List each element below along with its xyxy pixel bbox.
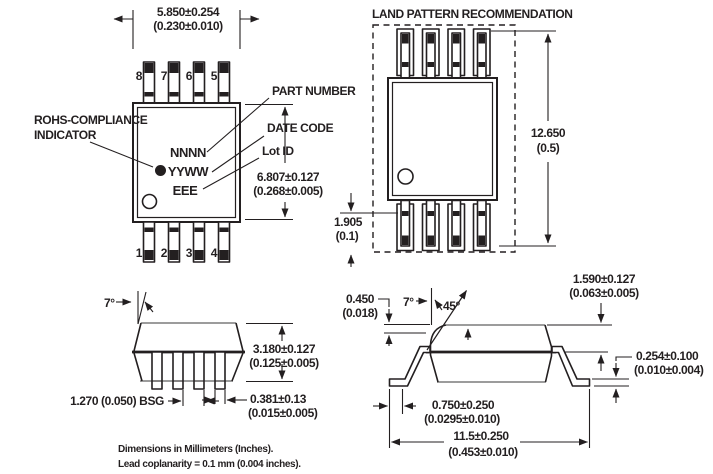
marking-date-code: YYWW bbox=[168, 164, 209, 179]
land-pattern-pin1-indicator bbox=[397, 168, 414, 185]
dim-length-mm: 6.807±0.127 bbox=[257, 170, 320, 184]
lot-id-leader-line bbox=[202, 157, 260, 190]
package-body-outline bbox=[132, 102, 241, 223]
dim-lead-pitch: 1.270 (0.050) BSG bbox=[70, 390, 219, 408]
dim-chamfer: 0.450 (0.018) bbox=[342, 292, 430, 346]
dim-land-height-mm: 12.650 bbox=[531, 126, 566, 140]
side-lead bbox=[151, 351, 163, 390]
dim-foot-in: (0.0295±0.010) bbox=[424, 412, 500, 426]
part-number-label: PART NUMBER bbox=[272, 84, 356, 98]
dim-land-pad-length: 1.905 (0.1) bbox=[334, 193, 398, 267]
end-chamfer-angle-callout: 45° bbox=[426, 290, 472, 351]
dim-thickness-in: (0.010±0.004) bbox=[634, 363, 704, 377]
dim-foot-length: 0.750±0.250 (0.0295±0.010) bbox=[373, 389, 501, 426]
land-pattern-view: LAND PATTERN RECOMMENDATION bbox=[334, 7, 573, 267]
side-view-leads bbox=[151, 351, 226, 390]
land-pattern-top-pads bbox=[396, 28, 491, 79]
dim-width-mm: 5.850±0.254 bbox=[157, 5, 220, 19]
dim-body-width: 5.850±0.254 (0.230±0.010) bbox=[113, 5, 260, 49]
pin-number-2: 2 bbox=[161, 246, 168, 260]
side-lead bbox=[193, 351, 205, 390]
land-pattern-bottom-pads bbox=[396, 199, 491, 252]
dim-side-height: 3.180±0.127 (0.125±0.005) bbox=[246, 322, 320, 383]
end-body-right-edge bbox=[544, 324, 553, 383]
dim-land-height-in: (0.5) bbox=[537, 141, 560, 155]
pin-number-8: 8 bbox=[136, 69, 143, 83]
top-view: 8 7 6 5 NNNN YYWW EEE 1 2 3 4 bbox=[34, 5, 357, 263]
dim-shoulder-mm: 1.590±0.127 bbox=[573, 272, 636, 286]
pin-3 bbox=[192, 221, 206, 263]
dim-land-pad-in: (0.1) bbox=[336, 229, 359, 243]
dim-lead-width-in: (0.015±0.005) bbox=[248, 406, 318, 420]
pin-number-3: 3 bbox=[186, 246, 193, 260]
land-pattern-body-inner bbox=[391, 81, 494, 197]
side-lead bbox=[214, 351, 226, 390]
date-code-leader-line bbox=[211, 135, 265, 173]
top-pins: 8 7 6 5 bbox=[136, 61, 231, 104]
date-code-label: DATE CODE bbox=[267, 121, 334, 135]
rohs-indicator-dot bbox=[155, 165, 166, 176]
dim-span-mm: 11.5±0.250 bbox=[453, 429, 509, 443]
dim-land-height: 12.650 (0.5) bbox=[491, 30, 566, 247]
part-number-leader-line bbox=[206, 97, 270, 153]
end-angle-chamfer-label: 45° bbox=[443, 299, 461, 313]
bottom-pins: 1 2 3 4 bbox=[136, 221, 231, 263]
pin-number-6: 6 bbox=[186, 69, 193, 83]
dim-lead-width: 0.381±0.13 (0.015±0.005) bbox=[202, 390, 318, 420]
land-pattern-title: LAND PATTERN RECOMMENDATION bbox=[372, 7, 573, 21]
end-view: 7° 45° 0.450 (0.018) 1.590±0.127 (0.063±… bbox=[342, 272, 704, 459]
rohs-leader-line bbox=[89, 141, 154, 168]
dim-shoulder-height: 1.590±0.127 (0.063±0.005) bbox=[547, 272, 640, 371]
dim-side-height-in: (0.125±0.005) bbox=[249, 356, 319, 370]
pin-1-indicator bbox=[141, 193, 158, 210]
dim-length-in: (0.268±0.005) bbox=[253, 184, 323, 198]
dim-lead-thickness: 0.254±0.100 (0.010±0.004) bbox=[592, 349, 704, 403]
dim-width-in: (0.230±0.010) bbox=[153, 19, 223, 33]
side-view: 7° 3.180±0.127 (0.125±0.005) 0.381±0.13 … bbox=[70, 291, 320, 420]
pin-number-7: 7 bbox=[161, 69, 168, 83]
pin-2 bbox=[167, 221, 181, 263]
dim-lead-width-mm: 0.381±0.13 bbox=[250, 392, 307, 406]
dim-overall-span: 11.5±0.250 (0.453±0.010) bbox=[388, 389, 591, 459]
side-angle-label: 7° bbox=[104, 296, 115, 310]
dim-side-height-mm: 3.180±0.127 bbox=[253, 342, 316, 356]
callout-labels: ROHS-COMPLIANCE INDICATOR PART NUMBER DA… bbox=[34, 84, 357, 190]
dim-foot-mm: 0.750±0.250 bbox=[432, 398, 495, 412]
end-angle-lead-label: 7° bbox=[403, 295, 414, 309]
dim-shoulder-in: (0.063±0.005) bbox=[569, 286, 639, 300]
marking-lot-id: EEE bbox=[173, 183, 199, 198]
rohs-label-line2: INDICATOR bbox=[34, 128, 97, 142]
rohs-label-line1: ROHS-COMPLIANCE bbox=[34, 113, 148, 127]
pin-4 bbox=[217, 221, 231, 263]
end-lead-right bbox=[551, 345, 591, 387]
dim-span-in: (0.453±0.010) bbox=[448, 445, 518, 459]
drawing-notes: Dimensions in Millimeters (Inches). Lead… bbox=[118, 444, 302, 470]
note-coplanarity: Lead coplanarity = 0.1 mm (0.004 inches)… bbox=[118, 459, 301, 470]
dim-chamfer-mm: 0.450 bbox=[346, 292, 375, 306]
end-lead-left bbox=[388, 345, 431, 387]
land-pattern-body-outline bbox=[387, 77, 498, 201]
note-units: Dimensions in Millimeters (Inches). bbox=[118, 444, 274, 455]
package-body-inner-outline bbox=[136, 106, 237, 219]
lot-id-label: Lot ID bbox=[262, 144, 294, 158]
dim-land-pad-mm: 1.905 bbox=[334, 215, 363, 229]
side-draft-angle-callout: 7° bbox=[104, 291, 154, 325]
dim-chamfer-in: (0.018) bbox=[342, 306, 378, 320]
dim-lead-pitch-label: 1.270 (0.050) BSG bbox=[70, 394, 164, 408]
end-lead-angle-callout: 7° bbox=[403, 288, 443, 325]
side-lead bbox=[172, 351, 184, 390]
dim-thickness-mm: 0.254±0.100 bbox=[636, 349, 699, 363]
marking-part-number: NNNN bbox=[170, 145, 206, 160]
pin-1 bbox=[142, 221, 156, 263]
land-pattern-boundary bbox=[372, 24, 516, 253]
pin-number-1: 1 bbox=[136, 246, 143, 260]
pin-number-5: 5 bbox=[211, 69, 218, 83]
pin-number-4: 4 bbox=[211, 246, 218, 260]
dim-body-length: 6.807±0.127 (0.268±0.005) bbox=[245, 103, 324, 221]
